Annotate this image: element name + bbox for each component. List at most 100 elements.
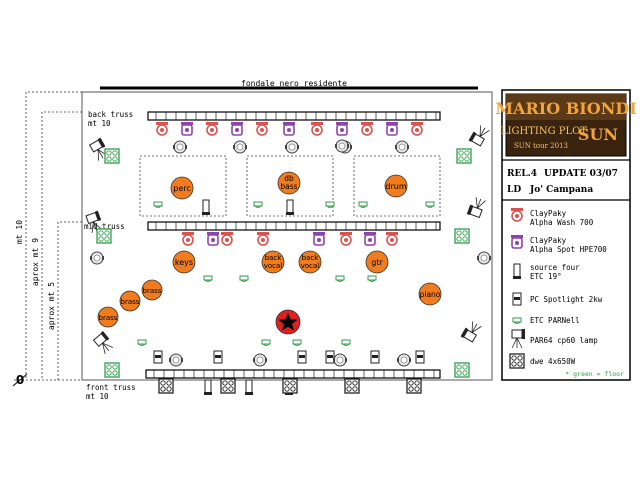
mh-handle-right [102, 256, 104, 260]
par64-icon [511, 329, 525, 349]
position-perc[interactable]: perc [170, 176, 194, 200]
alpha-wash-icon [340, 232, 352, 246]
legend-item-parnell: ETC PARNell [512, 316, 580, 325]
wash-yoke [511, 208, 523, 211]
parnell-lens [154, 205, 162, 208]
pc-lens [215, 355, 221, 358]
wash-lens [344, 238, 348, 242]
back-truss-height: mt 10 [88, 119, 111, 128]
par-face [100, 331, 110, 341]
par64-icon [88, 137, 108, 161]
mh-lens [93, 254, 101, 262]
riser-perc [139, 155, 227, 217]
etc-parnell-icon [341, 339, 351, 346]
alpha-wash-icon [311, 122, 323, 136]
blinder-cell [166, 380, 172, 386]
blinder-cell [456, 364, 462, 370]
mh-handle-right [297, 145, 299, 149]
legend-source-four-line2: ETC 19° [530, 272, 562, 281]
alpha-spot-icon [336, 122, 348, 136]
parnell-body [253, 201, 263, 207]
moving-head-icon [169, 353, 183, 367]
wash-lens [210, 128, 214, 132]
par-stand-leg [516, 337, 523, 349]
moving-head-icon [233, 140, 247, 154]
ld-name: Jo' Campana [529, 185, 593, 195]
parnell-body [425, 201, 435, 207]
alpha-wash-icon [257, 232, 269, 246]
spot-yoke [364, 232, 376, 235]
mh-handle-left [90, 256, 92, 260]
blinder-cell [112, 370, 118, 376]
spot-yoke [313, 232, 325, 235]
parnell-body [512, 317, 522, 323]
position-brass-1[interactable]: brass [97, 306, 119, 328]
blinder-cell [98, 230, 104, 236]
mh-lens [236, 143, 244, 151]
ld-label: LD [507, 185, 521, 195]
par64-icon [468, 125, 490, 147]
par-stand-leg [471, 323, 478, 333]
position-piano[interactable]: piano [418, 282, 442, 306]
spot-lens [340, 128, 344, 132]
spot-yoke [207, 232, 219, 235]
position-db-bass[interactable]: db bass [277, 171, 301, 195]
wash-lens [225, 238, 229, 242]
position-gtr[interactable]: gtr [365, 250, 389, 274]
blinder-cell [222, 380, 228, 386]
mh-handle-left [253, 358, 255, 362]
parnell-body [137, 339, 147, 345]
lead-singer-star[interactable] [275, 309, 301, 335]
position-brass-2[interactable]: brass [119, 290, 141, 312]
par-face [97, 137, 106, 148]
truss-body [145, 369, 441, 379]
blinder-cell [160, 386, 166, 392]
profile-lens [513, 276, 521, 279]
parnell-body [367, 275, 377, 281]
par-face [466, 204, 474, 215]
spot-lens [211, 238, 215, 242]
mh-handle-left [285, 145, 287, 149]
etc-parnell-icon [335, 275, 345, 282]
wash-lens [515, 214, 519, 218]
musician-positions: perc db bass drum keys back vocal [97, 171, 442, 335]
position-keys[interactable]: keys [172, 250, 196, 274]
alpha-wash-icon [206, 122, 218, 136]
position-drum[interactable]: drum [384, 174, 408, 198]
parnell-body [239, 275, 249, 281]
position-back-vocal-2[interactable]: back vocal [298, 250, 322, 274]
blinder-cell [346, 380, 352, 386]
par-stand-leg [475, 197, 478, 209]
parnell-lens [326, 205, 334, 208]
blinder-cell [458, 150, 464, 156]
spot-yoke [386, 122, 398, 125]
parnell-lens [293, 343, 301, 346]
wash-yoke [340, 232, 352, 235]
parnell-lens [426, 205, 434, 208]
par64-icon [85, 210, 102, 233]
spot-lens [390, 128, 394, 132]
position-brass-3[interactable]: brass [141, 279, 163, 301]
lighting-plot-title: LIGHTING PLOT [501, 126, 587, 137]
legend-parnell-line1: ETC PARNell [530, 316, 580, 325]
par-can [511, 329, 523, 339]
blinder-cell [511, 361, 517, 367]
pc-lens [372, 355, 378, 358]
etc-parnell-icon [261, 339, 271, 346]
dwe-blinder-icon [220, 378, 236, 394]
position-back-vocal-1[interactable]: back vocal [261, 250, 285, 274]
par-stand-leg [91, 221, 94, 233]
parnell-body [153, 201, 163, 207]
etc-parnell-icon [153, 201, 163, 208]
alpha-spot-icon [511, 235, 523, 249]
riser-drum [353, 155, 441, 217]
sun-title: SUN [578, 125, 618, 144]
spot-lens [287, 128, 291, 132]
etc-parnell-icon [358, 201, 368, 208]
legend-pc-line1: PC Spotlight 2kw [530, 295, 603, 304]
blinder-cell [284, 386, 290, 392]
position-piano-label: piano [420, 290, 441, 299]
legend-wash-line2: Alpha Wash 700 [530, 218, 594, 227]
dwe-blinder-icon [282, 378, 298, 394]
